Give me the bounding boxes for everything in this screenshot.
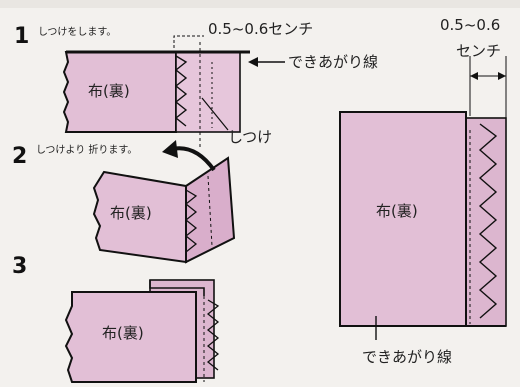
step1-illustration xyxy=(62,35,285,150)
step1-caption: しつけをします。 xyxy=(38,27,117,38)
step3-fold-edge xyxy=(149,280,205,296)
step3-fabric-label: 布(裏) xyxy=(102,324,144,342)
leader-arrow-icon xyxy=(248,57,258,67)
right-measure-unit: センチ xyxy=(456,42,502,60)
right-finish-line-label: できあがり線 xyxy=(362,348,453,366)
step2-caption: しつけより 折ります。 xyxy=(36,145,138,156)
finished-zigzag-stitch xyxy=(478,123,498,319)
measure-arrow-right-icon xyxy=(498,72,506,80)
step2-number: 2 xyxy=(12,144,28,169)
step1-fold-area xyxy=(175,51,241,133)
finished-back-layer xyxy=(465,117,507,327)
step3-fabric xyxy=(64,291,197,383)
finished-illustration xyxy=(339,56,507,340)
step3-illustration xyxy=(64,279,220,383)
finished-fabric-label: 布(裏) xyxy=(376,202,418,220)
step2-fabric-label: 布(裏) xyxy=(110,204,152,222)
top-crop-strip xyxy=(0,0,520,8)
right-measure-value: 0.5~0.6 xyxy=(440,16,501,34)
step1-measure-bracket xyxy=(173,35,204,48)
step2-zigzag-stitch xyxy=(184,189,198,253)
finished-fabric xyxy=(339,111,467,327)
zigzag-stitch-icon xyxy=(174,55,188,127)
measure-arrow-left-icon xyxy=(470,72,478,80)
seam-allowance-label: 0.5~0.6センチ xyxy=(208,20,314,38)
step2-illustration xyxy=(92,140,236,264)
step1-number: 1 xyxy=(14,24,30,49)
step3-number: 3 xyxy=(12,254,28,279)
step1-fabric-label: 布(裏) xyxy=(88,82,130,100)
basting-label: しつけ xyxy=(228,128,273,146)
fold-arrow-head xyxy=(162,140,178,158)
step1-basting-leader xyxy=(201,97,229,131)
finish-line-label: できあがり線 xyxy=(288,53,379,71)
step3-zigzag-stitch xyxy=(206,299,220,371)
